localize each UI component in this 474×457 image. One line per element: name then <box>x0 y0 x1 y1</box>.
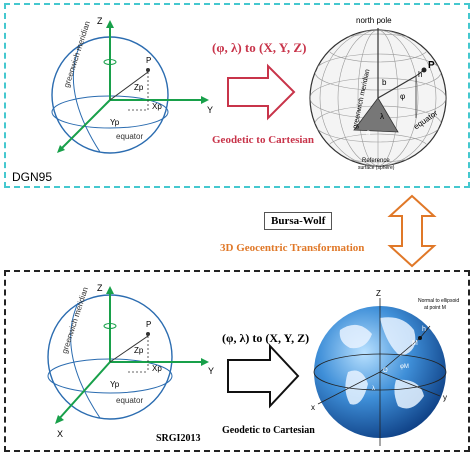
sphere-north-pole-label: north pole <box>356 16 392 25</box>
top-point-p-label: P <box>146 56 152 65</box>
top-equator-label: equator <box>116 132 144 141</box>
bottom-axis-z-label: Z <box>97 283 103 293</box>
geocentric-transformation-label: 3D Geocentric Transformation <box>220 242 365 254</box>
bottom-axis-y-label: Y <box>208 366 215 376</box>
sphere-a-label: a <box>366 128 371 137</box>
bottom-panel-srgi2013 <box>4 270 470 452</box>
globe-normal-label: Normal to ellipsoid <box>418 298 460 304</box>
globe-lambda-label: λ <box>372 386 375 392</box>
sphere-reference-surface-label: surface (sphere) <box>358 165 395 171</box>
globe-phi-label: φM <box>400 364 409 370</box>
bottom-yp-label: Yp <box>110 380 120 389</box>
top-axis-z-label: Z <box>97 16 103 26</box>
sphere-lambda-label: λ <box>380 112 384 121</box>
top-formula: (φ, λ) to (X, Y, Z) <box>212 40 307 55</box>
top-xp-label: Xp <box>152 102 162 111</box>
bottom-equator-label: equator <box>116 396 144 405</box>
top-caption: Geodetic to Cartesian <box>212 134 315 146</box>
bottom-xp-label: Xp <box>152 364 162 373</box>
sphere-b-label: b <box>382 78 387 87</box>
globe-x-label: x <box>311 403 315 412</box>
bottom-point-p-label: P <box>146 320 152 329</box>
top-zp-label: Zp <box>134 83 144 92</box>
top-yp-label: Yp <box>110 118 120 127</box>
globe-m-label: M <box>412 340 418 347</box>
bottom-caption: Geodetic to Cartesian <box>222 425 315 436</box>
globe-normal-label-2: at point M <box>424 305 446 311</box>
sphere-h-label: h <box>418 70 423 79</box>
top-panel-dgn95 <box>4 3 470 188</box>
sphere-reference-label: Reference <box>362 158 390 164</box>
bottom-system-name: SRGI2013 <box>156 433 201 444</box>
globe-y-label: y <box>443 393 447 402</box>
globe-o-label: O <box>383 368 388 374</box>
sphere-phi-label: φ <box>400 92 406 101</box>
bottom-axis-x-label: X <box>57 429 64 439</box>
bursa-wolf-box: Bursa-Wolf <box>264 212 333 230</box>
top-axis-y-label: Y <box>207 105 214 115</box>
top-system-name: DGN95 <box>12 170 53 184</box>
globe-h-label: h <box>422 326 426 333</box>
bottom-formula: (φ, λ) to (X, Y, Z) <box>222 331 310 345</box>
bottom-zp-label: Zp <box>134 346 144 355</box>
sphere-p-label: P <box>428 60 435 71</box>
globe-z-label: Z <box>376 289 381 298</box>
